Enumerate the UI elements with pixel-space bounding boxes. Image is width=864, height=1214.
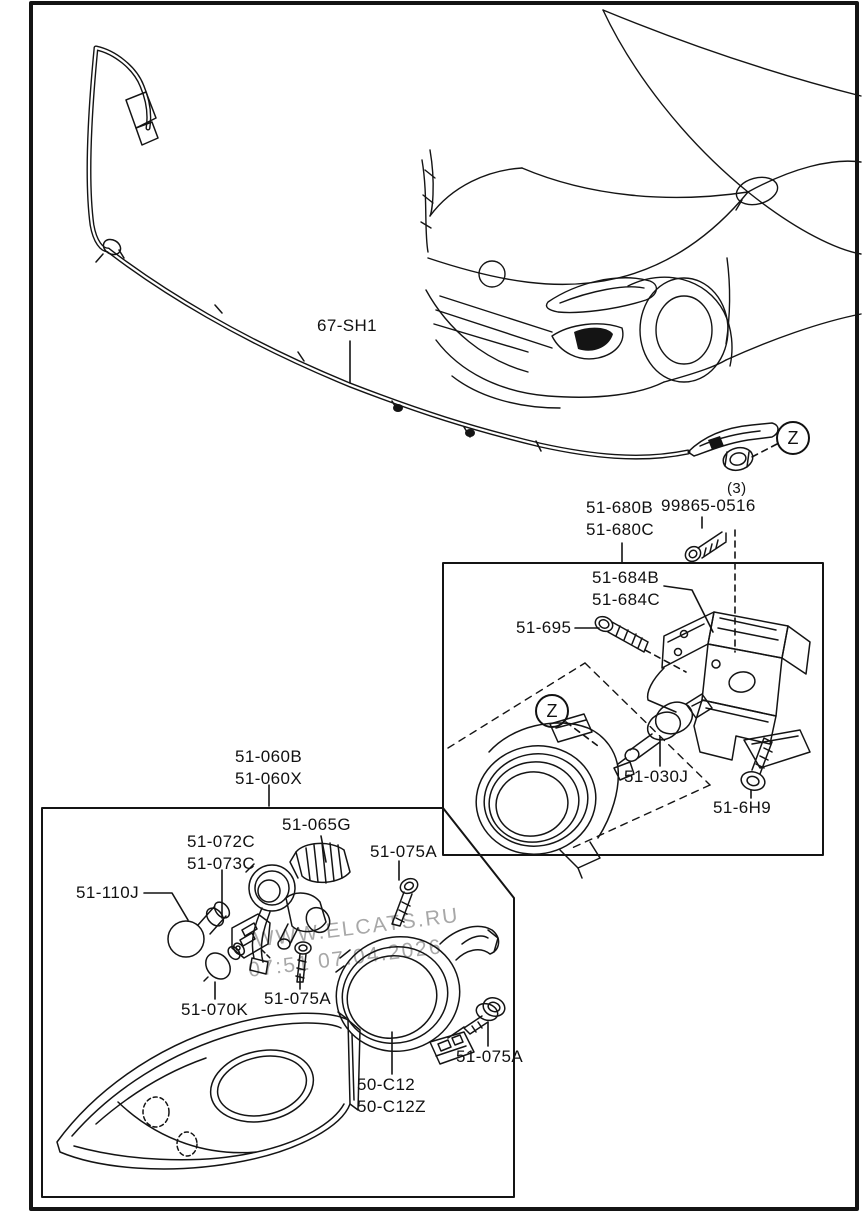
part-label-51-6h9: 51-6H9 (713, 798, 772, 817)
page-border (29, 1, 859, 1211)
part-qty-3: (3) (727, 480, 747, 497)
part-label-67-sh1: 67-SH1 (317, 316, 378, 335)
part-label-51-684b: 51-684B (592, 568, 660, 587)
part-label-99865-0516: 99865-0516 (661, 496, 756, 515)
leader-lines (143, 340, 778, 1075)
part-label-51-075a-mid: 51-075A (264, 989, 332, 1008)
part-label-51-030j: 51-030J (624, 767, 689, 786)
part-label-51-695: 51-695 (516, 618, 572, 637)
car-illustration (420, 9, 862, 409)
headlamp-assembly-illustration (56, 842, 506, 1170)
part-label-50-c12z: 50-C12Z (357, 1097, 426, 1116)
part-label-51-075a-bottom: 51-075A (456, 1047, 524, 1066)
part-label-51-680b: 51-680B (586, 498, 654, 517)
part-label-51-680c: 51-680C (586, 520, 655, 539)
part-label-51-070k: 51-070K (181, 1000, 249, 1019)
headlamp-detail-box (41, 807, 515, 1198)
fog-lamp-assembly-illustration (447, 611, 811, 879)
tapping-screw-illustration (684, 531, 727, 563)
part-label-51-684c: 51-684C (592, 590, 661, 609)
detail-marker-z-hose: Z (776, 421, 810, 455)
part-label-51-072c: 51-072C (187, 832, 256, 851)
detail-marker-z-box: Z (535, 694, 569, 728)
part-label-51-073c: 51-073C (187, 854, 256, 873)
fog-lamp-detail-box (442, 562, 824, 856)
part-label-51-110j: 51-110J (76, 883, 139, 902)
part-label-51-075a-top: 51-075A (370, 842, 438, 861)
detail-marker-letter: Z (546, 700, 558, 721)
washer-hose-illustration (86, 45, 779, 472)
part-label-51-060x: 51-060X (235, 769, 303, 788)
part-label-50-c12: 50-C12 (357, 1075, 416, 1094)
detail-marker-letter: Z (787, 427, 799, 448)
part-label-51-065g: 51-065G (282, 815, 351, 834)
part-label-51-060b: 51-060B (235, 747, 303, 766)
